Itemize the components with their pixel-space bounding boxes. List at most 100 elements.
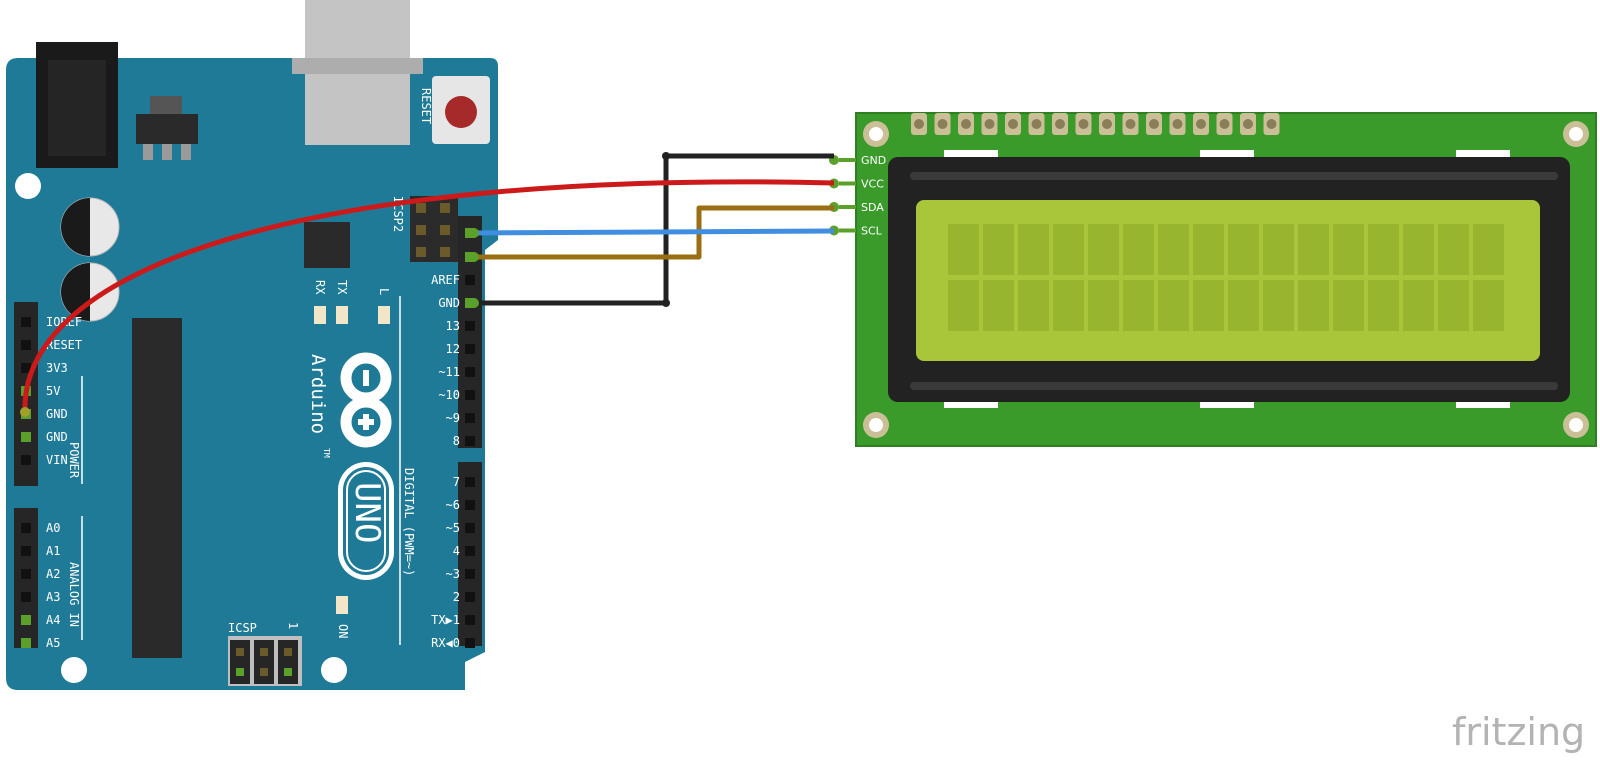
header-pin[interactable] xyxy=(21,615,31,625)
lcd-char-cell xyxy=(1368,224,1399,275)
rx-label: RX xyxy=(313,280,327,295)
lcd-char-cell xyxy=(1088,224,1119,275)
pin-label: VIN xyxy=(46,453,68,467)
header-pin[interactable] xyxy=(465,477,475,487)
lcd-pin-label: VCC xyxy=(861,178,884,191)
pin-label: A0 xyxy=(46,521,60,535)
header-pin[interactable] xyxy=(21,523,31,533)
lcd-char-cell xyxy=(1368,280,1399,331)
header-pin[interactable] xyxy=(21,432,31,442)
pin-label: 2 xyxy=(453,590,460,604)
header-pin[interactable] xyxy=(21,340,31,350)
lcd-char-cell xyxy=(1088,280,1119,331)
header-pin[interactable] xyxy=(465,569,475,579)
uno-badge xyxy=(338,462,394,580)
icsp-header xyxy=(228,636,302,686)
lcd-char-cell xyxy=(1403,224,1434,275)
header-pin[interactable] xyxy=(465,390,475,400)
pin-label: 7 xyxy=(453,475,460,489)
capacitor xyxy=(60,197,120,257)
pin-label: 5V xyxy=(46,384,60,398)
header-pin[interactable] xyxy=(465,546,475,556)
wires xyxy=(20,152,835,417)
lcd-char-cell xyxy=(1263,280,1294,331)
analog-label: ANALOG IN xyxy=(67,562,81,627)
pin-label: ~6 xyxy=(446,498,460,512)
lcd-char-cell xyxy=(1473,224,1504,275)
lcd-char-cell xyxy=(948,224,979,275)
digital-header-lower xyxy=(458,462,482,648)
pin-label: ~9 xyxy=(446,411,460,425)
pin-label: AREF xyxy=(431,273,460,287)
power-label: POWER xyxy=(67,442,81,479)
reset-label: RESET xyxy=(419,88,433,124)
header-pin[interactable] xyxy=(465,344,475,354)
pin-label: 4 xyxy=(453,544,460,558)
lcd-char-cell xyxy=(1473,280,1504,331)
pin-label: ~5 xyxy=(446,521,460,535)
l-label: L xyxy=(377,288,391,295)
arduino-brand: Arduino xyxy=(307,354,329,434)
header-pin[interactable] xyxy=(465,615,475,625)
header-pin[interactable] xyxy=(21,592,31,602)
lcd-char-cell xyxy=(1193,224,1224,275)
lcd-char-cell xyxy=(1123,224,1154,275)
pin-label: A3 xyxy=(46,590,60,604)
header-pin[interactable] xyxy=(465,367,475,377)
header-pin[interactable] xyxy=(21,546,31,556)
pin-label: 3V3 xyxy=(46,361,68,375)
lcd-char-cell xyxy=(948,280,979,331)
lcd-char-cell xyxy=(1228,280,1259,331)
header-pin[interactable] xyxy=(465,592,475,602)
lcd-char-cell xyxy=(1158,280,1189,331)
lcd-char-cell xyxy=(1263,224,1294,275)
header-pin[interactable] xyxy=(465,321,475,331)
header-pin[interactable] xyxy=(21,455,31,465)
arduino-trademark: TM xyxy=(322,448,331,458)
lcd-char-cell xyxy=(1298,224,1329,275)
header-pin[interactable] xyxy=(465,638,475,648)
icsp2-header xyxy=(410,196,458,262)
header-pin[interactable] xyxy=(465,413,475,423)
reset-button[interactable] xyxy=(432,76,490,144)
pin-label: ~11 xyxy=(438,365,460,379)
tx-led xyxy=(336,306,348,324)
on-label: ON xyxy=(336,624,350,638)
tx-label: TX xyxy=(335,280,349,295)
pin-label: A2 xyxy=(46,567,60,581)
header-pin[interactable] xyxy=(21,569,31,579)
wire-scl xyxy=(473,228,835,236)
lcd-char-cell xyxy=(1333,280,1364,331)
lcd-char-cell xyxy=(1298,280,1329,331)
header-pin[interactable] xyxy=(21,363,31,373)
pin-label: 8 xyxy=(453,434,460,448)
uno-model: UNO xyxy=(347,482,387,543)
header-pin[interactable] xyxy=(465,523,475,533)
lcd-char-cell xyxy=(1193,280,1224,331)
digital-label: DIGITAL (PWM=~) xyxy=(402,468,416,576)
digital-header-upper xyxy=(458,216,482,448)
lcd-char-cell xyxy=(1158,224,1189,275)
lcd-char-cell xyxy=(1438,280,1469,331)
header-pin[interactable] xyxy=(21,638,31,648)
arduino-logo xyxy=(340,352,392,448)
mounting-hole xyxy=(61,657,87,683)
lcd-pin-label: SCL xyxy=(861,225,883,238)
icsp-pin1-label: 1 xyxy=(286,622,300,629)
lcd-char-cell xyxy=(1053,280,1084,331)
arduino-board: RESET ICSP2 RX TX L ON xyxy=(6,0,498,690)
header-pin[interactable] xyxy=(21,317,31,327)
lcd-char-cell xyxy=(983,224,1014,275)
header-pin[interactable] xyxy=(465,436,475,446)
pin-label: RESET xyxy=(46,338,82,352)
header-pin[interactable] xyxy=(465,500,475,510)
lcd-char-cell xyxy=(1018,224,1049,275)
rx-led xyxy=(314,306,326,324)
lcd-pin-label: GND xyxy=(861,154,886,167)
usb-chip xyxy=(304,222,350,268)
pin-label: 13 xyxy=(446,319,460,333)
voltage-regulator xyxy=(136,96,198,160)
header-pin[interactable] xyxy=(465,275,475,285)
lcd-char-cell xyxy=(983,280,1014,331)
